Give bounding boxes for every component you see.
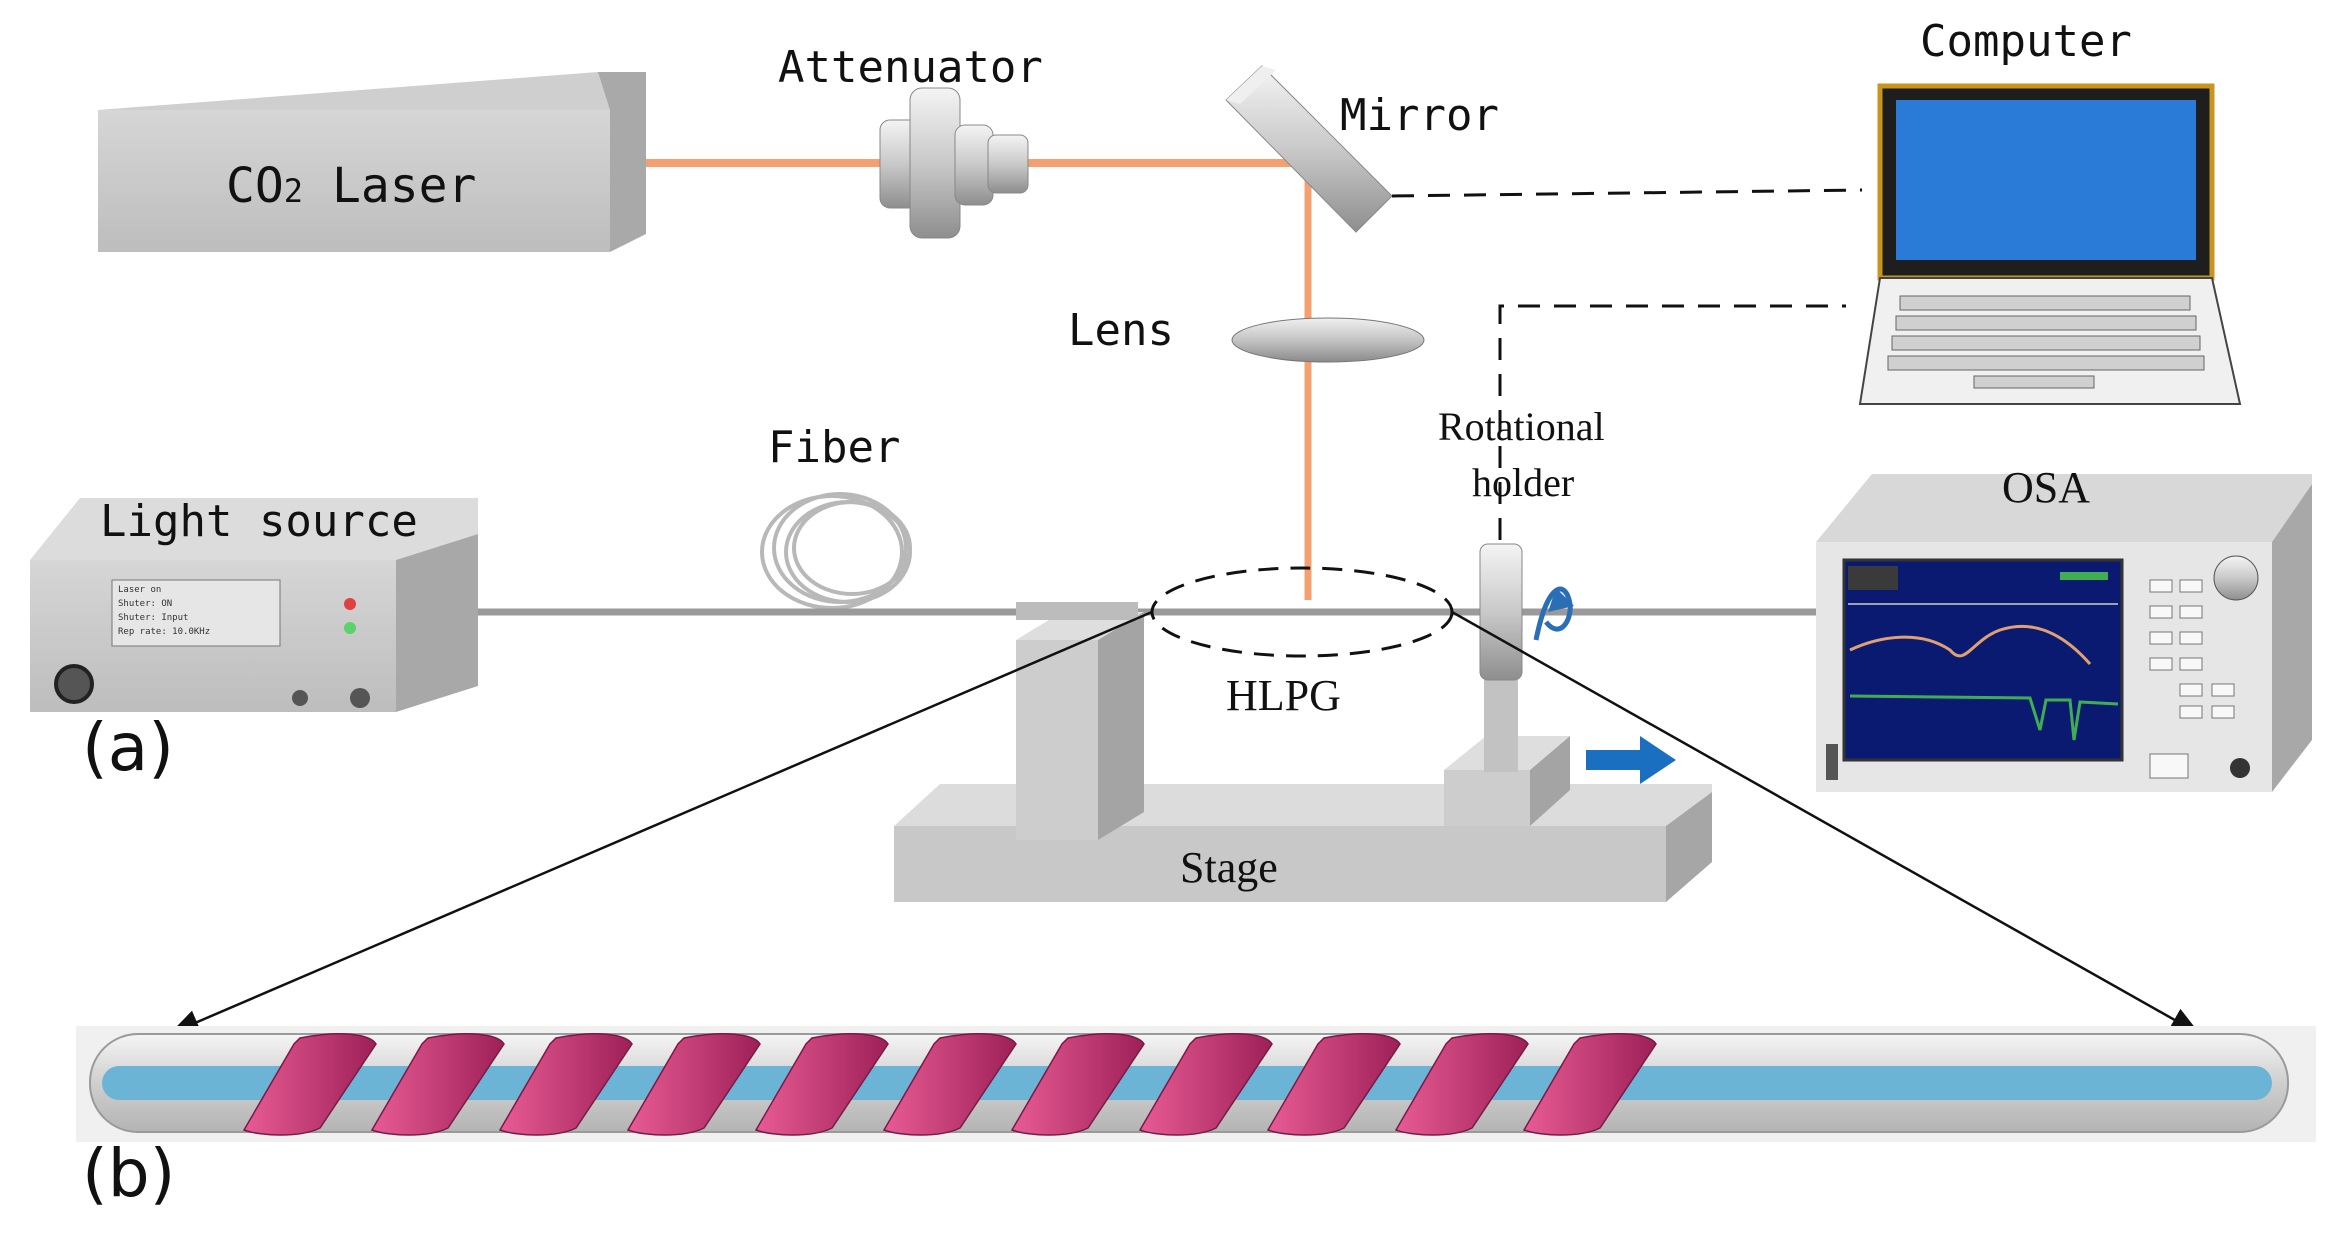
zoom-line-left [169, 610, 1153, 1034]
helix-turn [370, 1033, 505, 1136]
helical-grating [242, 1033, 1657, 1136]
svg-text:Laser on: Laser on [118, 585, 161, 595]
rotational-holder [1479, 543, 1523, 681]
light-source-label: Light source [100, 496, 418, 547]
attenuator [879, 87, 1029, 239]
rotation-arrow-icon [1533, 586, 1573, 641]
helix-turn [1266, 1033, 1401, 1136]
helix-turn [1394, 1033, 1529, 1136]
osa [1816, 474, 2312, 792]
fiber-label: Fiber [768, 422, 900, 473]
light-source [30, 498, 478, 712]
co2-laser-label: CO2 Laser [226, 158, 476, 214]
stage-label: Stage [1180, 843, 1278, 892]
holder-control-line [1498, 304, 1846, 540]
mirror-label: Mirror [1340, 90, 1499, 141]
rotational-holder-label-1: Rotational [1438, 404, 1605, 449]
rotational-holder-label-2: holder [1472, 460, 1574, 505]
svg-text:Shuter: Input: Shuter: Input [118, 613, 188, 623]
mirror-control-line [1391, 188, 1863, 198]
laptop [1858, 83, 2242, 405]
helix-turn [242, 1033, 377, 1136]
attenuator-label: Attenuator [778, 42, 1043, 93]
osa-label: OSA [2002, 463, 2090, 512]
helix-turn [626, 1033, 761, 1136]
light-source-display: Laser on Shuter: ON Shuter: Input Rep ra… [118, 585, 210, 637]
helix-turn [1010, 1033, 1145, 1136]
svg-text:Rep rate: 10.0KHz: Rep rate: 10.0KHz [118, 627, 210, 637]
zoom-line-right [1451, 610, 2201, 1035]
hlpg-label: HLPG [1226, 671, 1341, 720]
co2-laser [98, 72, 646, 252]
helix-turn [754, 1033, 889, 1136]
panel-label-b: (b) [82, 1135, 175, 1212]
svg-text:Shuter: ON: Shuter: ON [118, 599, 172, 609]
helix-turn [1522, 1033, 1657, 1136]
fiber-coil [760, 492, 912, 610]
helix-turn [1138, 1033, 1273, 1136]
stage [894, 602, 1712, 902]
lens-label: Lens [1068, 305, 1174, 356]
stage-move-arrow-icon [1586, 736, 1676, 784]
panel-label-a: (a) [82, 709, 174, 786]
rotation-arrow-head-icon [1548, 588, 1574, 612]
lens [1231, 317, 1425, 363]
helix-turn [882, 1033, 1017, 1136]
computer-label: Computer [1920, 16, 2132, 67]
helix-turn [498, 1033, 633, 1136]
